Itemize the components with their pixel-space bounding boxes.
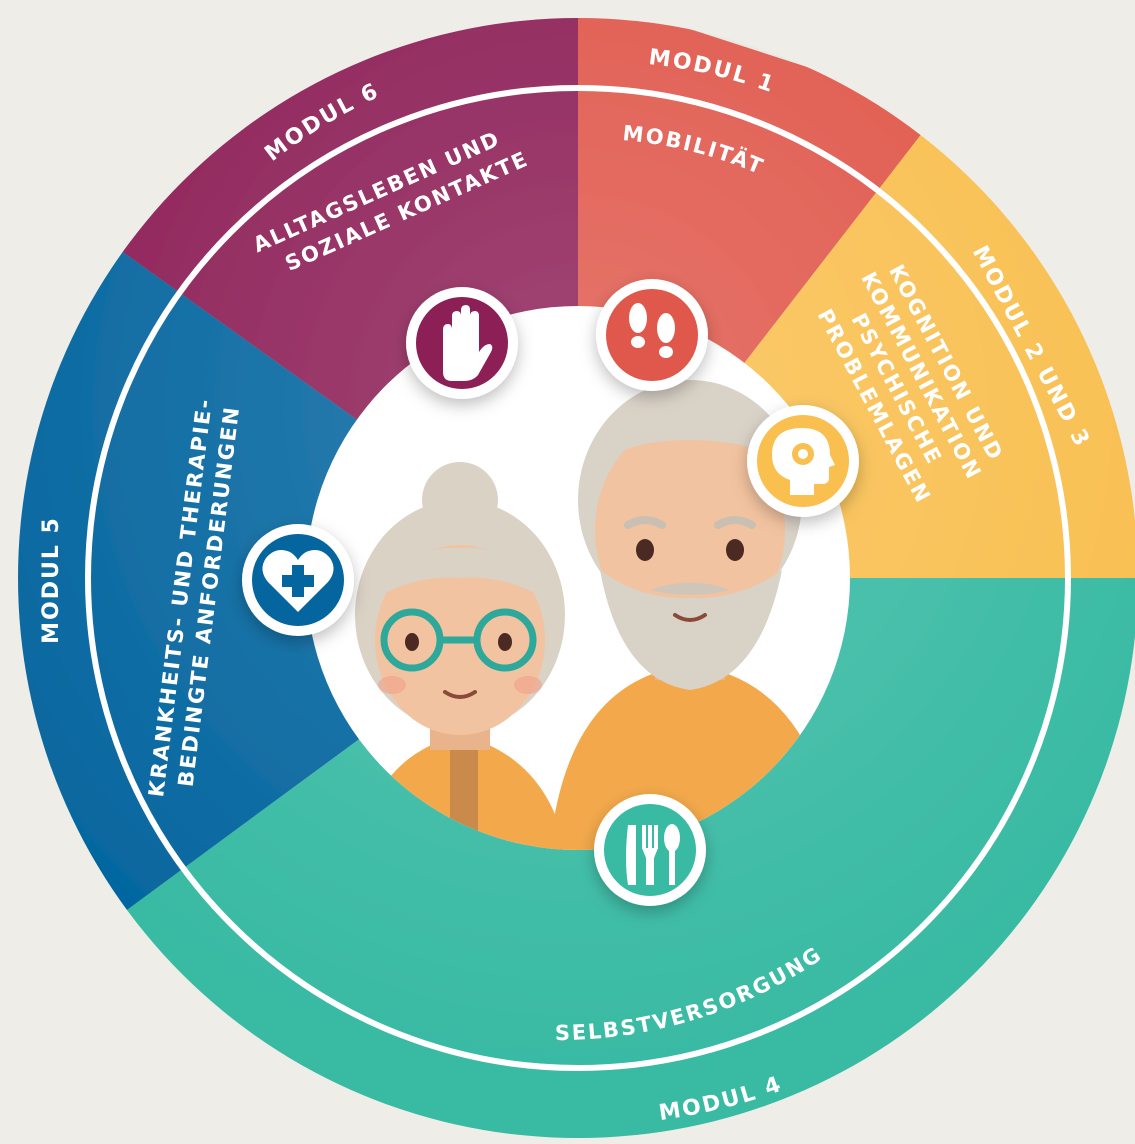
head-gear-icon <box>747 405 859 517</box>
hand-icon <box>406 287 518 399</box>
footprints-icon <box>596 279 708 391</box>
heart-plus-icon <box>242 524 354 636</box>
modul-5-label: MODUL 5 <box>39 516 64 644</box>
inner-ring-line <box>85 85 1071 1071</box>
cutlery-icon <box>594 794 706 906</box>
